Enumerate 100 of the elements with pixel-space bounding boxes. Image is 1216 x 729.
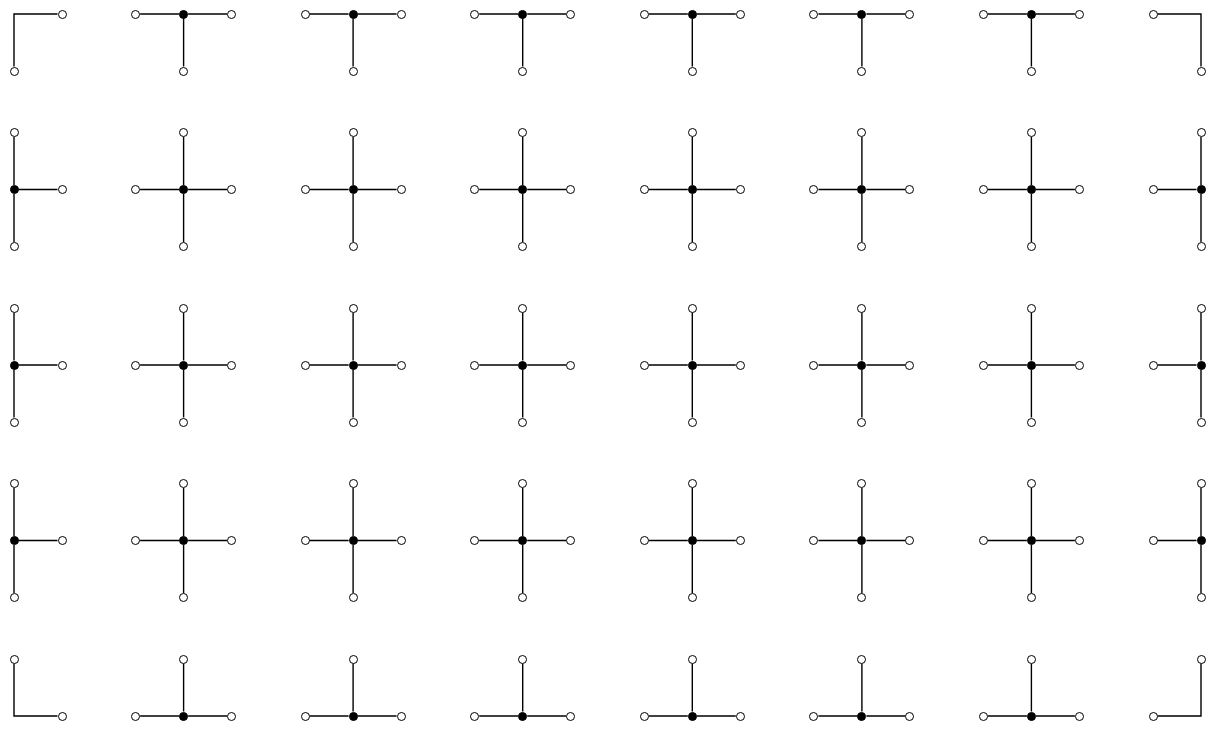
terminal-circle (57, 9, 67, 19)
terminal-circle (57, 536, 67, 545)
terminal-circle (9, 128, 19, 137)
connector-line (526, 188, 567, 191)
terminal-circle (9, 593, 19, 602)
terminal-circle (518, 303, 528, 313)
connector-line (861, 136, 863, 186)
connector-line (648, 364, 689, 366)
terminal-circle (1196, 479, 1206, 488)
terminal-circle (1196, 303, 1206, 313)
terminal-circle (735, 185, 745, 194)
terminal-circle (227, 536, 237, 545)
terminal-circle (735, 9, 745, 19)
connector-line (182, 193, 185, 243)
connector-line (522, 17, 524, 68)
connector-line (987, 364, 1028, 366)
connector-line (13, 311, 15, 362)
junction-dot (687, 185, 697, 194)
connector-line (187, 364, 228, 366)
connector-line (139, 13, 180, 15)
connector-line (522, 193, 524, 243)
terminal-circle (348, 66, 358, 76)
connector-line (817, 364, 859, 366)
connector-line (1030, 311, 1033, 362)
connector-line (13, 136, 15, 186)
terminal-circle (978, 711, 988, 721)
terminal-circle (978, 185, 988, 194)
connector-line (1030, 368, 1033, 419)
terminal-circle (348, 128, 358, 137)
connector-line (691, 17, 693, 68)
junction-dot (857, 536, 867, 545)
terminal-circle (1026, 242, 1036, 251)
terminal-circle (518, 242, 528, 251)
terminal-circle (227, 360, 237, 370)
connector-line (648, 539, 689, 542)
connector-line (817, 188, 859, 191)
connector-line (522, 368, 524, 419)
connector-line (1030, 487, 1033, 537)
junction-dot (687, 360, 697, 370)
connector-line (861, 662, 863, 713)
terminal-circle (348, 417, 358, 427)
junction-dot (1026, 711, 1036, 721)
terminal-circle (1196, 654, 1206, 664)
terminal-circle (179, 242, 189, 251)
connector-line (696, 715, 737, 717)
connector-line (987, 13, 1028, 15)
terminal-circle (131, 536, 141, 545)
connector-line (308, 715, 350, 717)
connector-line (182, 17, 185, 68)
terminal-circle (518, 417, 528, 427)
junction-dot (857, 360, 867, 370)
terminal-circle (1026, 66, 1036, 76)
terminal-circle (1196, 242, 1206, 251)
terminal-circle (809, 360, 819, 370)
connector-line (691, 193, 693, 243)
terminal-circle (9, 303, 19, 313)
connector-line (691, 544, 693, 594)
connector-line (187, 188, 228, 191)
junction-dot (1026, 536, 1036, 545)
terminal-circle (687, 128, 697, 137)
connector-line (522, 487, 524, 537)
terminal-circle (639, 711, 649, 721)
terminal-circle (566, 360, 576, 370)
terminal-circle (179, 128, 189, 137)
junction-dot (348, 185, 358, 194)
terminal-circle (809, 185, 819, 194)
terminal-circle (470, 185, 480, 194)
terminal-circle (1074, 536, 1084, 545)
connector-line (1156, 188, 1198, 191)
connector-line (308, 364, 350, 366)
terminal-circle (978, 9, 988, 19)
terminal-circle (131, 9, 141, 19)
junction-dot (518, 9, 528, 19)
connector-line (648, 715, 689, 717)
junction-dot (179, 360, 189, 370)
terminal-circle (1026, 593, 1036, 602)
terminal-circle (300, 185, 310, 194)
connector-line (987, 188, 1028, 191)
connector-line (691, 662, 693, 713)
terminal-circle (1148, 711, 1158, 721)
connector-line (1200, 311, 1202, 362)
terminal-circle (131, 711, 141, 721)
terminal-circle (300, 9, 310, 19)
terminal-circle (470, 9, 480, 19)
terminal-circle (857, 479, 867, 488)
connector-line (17, 364, 59, 366)
terminal-circle (1196, 128, 1206, 137)
connector-line (352, 487, 354, 537)
connector-line (691, 487, 693, 537)
terminal-circle (348, 242, 358, 251)
terminal-circle (179, 66, 189, 76)
connector-line (1200, 544, 1202, 594)
terminal-circle (348, 654, 358, 664)
terminal-circle (566, 9, 576, 19)
terminal-circle (1196, 593, 1206, 602)
connector-line (1200, 487, 1202, 537)
connector-line (861, 17, 863, 68)
junction-dot (687, 536, 697, 545)
connector-line (1156, 662, 1202, 717)
terminal-circle (179, 479, 189, 488)
